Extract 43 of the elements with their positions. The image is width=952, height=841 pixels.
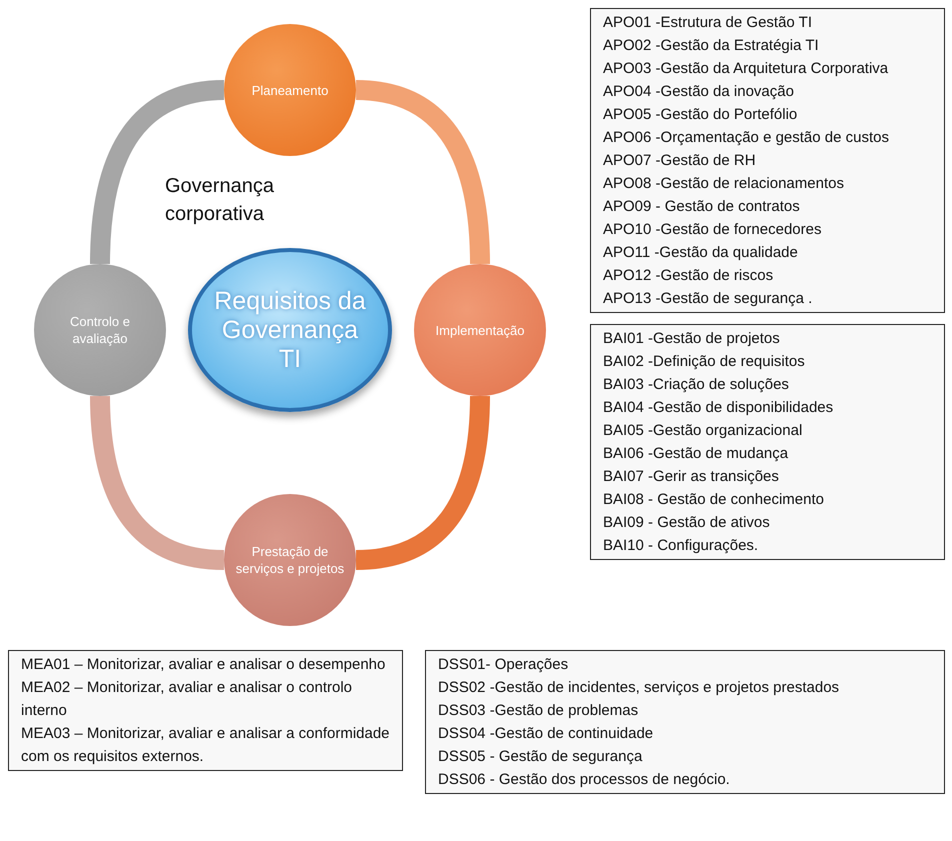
- list-item: DSS05 - Gestão de segurança: [438, 747, 642, 767]
- center-title: Requisitos da Governança TI: [213, 286, 367, 374]
- list-item: DSS03 -Gestão de problemas: [438, 701, 638, 721]
- list-item: APO13 -Gestão de segurança .: [603, 289, 812, 309]
- list-item: BAI02 -Definição de requisitos: [603, 352, 805, 372]
- phase-label: Prestação de serviços e projetos: [235, 543, 345, 577]
- list-item: DSS04 -Gestão de continuidade: [438, 724, 654, 744]
- phase-label: Controlo e avaliação: [69, 313, 131, 347]
- process-list-box: [590, 8, 945, 313]
- list-item: BAI09 - Gestão de ativos: [603, 513, 770, 533]
- list-item: BAI08 - Gestão de conhecimento: [603, 490, 824, 510]
- list-item: APO11 -Gestão da qualidade: [603, 243, 798, 263]
- list-item: APO06 -Orçamentação e gestão de custos: [603, 128, 889, 148]
- list-item: MEA02 – Monitorizar, avaliar e analisar o controlo interno: [21, 678, 353, 721]
- ring-arc: [90, 396, 225, 570]
- list-item: APO01 -Estrutura de Gestão TI: [603, 13, 812, 33]
- list-item: APO04 -Gestão da inovação: [603, 82, 794, 102]
- list-item: BAI04 -Gestão de disponibilidades: [603, 398, 834, 418]
- list-item: BAI05 -Gestão organizacional: [603, 421, 802, 441]
- list-item: DSS02 -Gestão de incidentes, serviços e projetos prestados: [438, 678, 840, 698]
- list-item: DSS06 - Gestão dos processos de negócio.: [438, 770, 730, 790]
- list-item: APO03 -Gestão da Arquitetura Corporativa: [603, 59, 888, 79]
- phase-label: Planeamento: [252, 82, 328, 98]
- list-item: APO10 -Gestão de fornecedores: [603, 220, 822, 240]
- list-item: APO02 -Gestão da Estratégia TI: [603, 36, 819, 56]
- list-item: APO12 -Gestão de riscos: [603, 266, 774, 286]
- list-item: APO09 - Gestão de contratos: [603, 197, 800, 217]
- list-item: MEA03 – Monitorizar, avaliar e analisar a conformidade com os requisitos externos.: [21, 724, 391, 767]
- list-item: BAI10 - Configurações.: [603, 536, 758, 556]
- list-item: APO07 -Gestão de RH: [603, 151, 756, 171]
- list-item: BAI06 -Gestão de mudança: [603, 444, 788, 464]
- list-item: BAI03 -Criação de soluções: [603, 375, 789, 395]
- list-item: APO05 -Gestão do Portefólio: [603, 105, 798, 125]
- list-item: MEA01 – Monitorizar, avaliar e analisar o desempenho: [21, 655, 386, 675]
- list-item: BAI07 -Gerir as transições: [603, 467, 779, 487]
- process-list-box: [590, 324, 945, 560]
- list-item: BAI01 -Gestão de projetos: [603, 329, 780, 349]
- list-item: APO08 -Gestão de relacionamentos: [603, 174, 844, 194]
- list-item: DSS01- Operações: [438, 655, 568, 675]
- process-list-box: [8, 650, 403, 771]
- caption-text: Governança corporativa: [165, 174, 275, 227]
- process-list-box: [425, 650, 945, 794]
- phase-label: Implementação: [436, 322, 524, 338]
